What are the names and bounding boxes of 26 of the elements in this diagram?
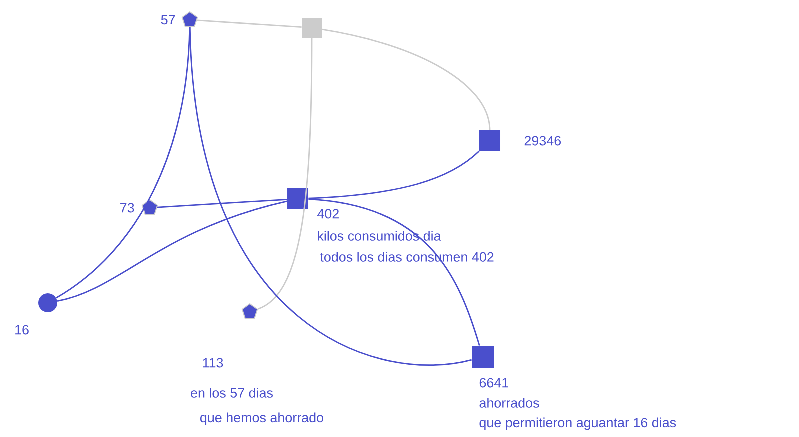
node-label: 16: [16, 325, 29, 335]
square-marker: [480, 130, 500, 152]
node-label: 113: [203, 358, 224, 368]
node-label: que hemos ahorrado: [200, 412, 324, 426]
node-label: que permitieron aguantar 16 dias: [480, 418, 676, 430]
square-marker: [288, 188, 308, 210]
circle-marker: [38, 294, 58, 312]
square-marker: [472, 346, 494, 368]
node-label: 6641: [480, 378, 508, 388]
node-label: 73: [120, 203, 134, 213]
link-line: [189, 26, 472, 366]
link-line: [308, 150, 480, 200]
link-line: [258, 38, 313, 310]
node-label: 57: [161, 15, 176, 25]
square-marker: [302, 18, 322, 38]
node-label: 29346: [524, 136, 561, 146]
link-line: [157, 198, 288, 208]
node-label: ahorrados: [480, 398, 540, 408]
link-line: [57, 200, 288, 302]
link-line: [56, 26, 191, 299]
node-label: kilos consumidos dia: [318, 231, 442, 241]
node-label: en los 57 dias: [191, 388, 273, 398]
link-line: [308, 198, 480, 346]
link-line: [197, 20, 302, 28]
node-label: 402: [318, 209, 339, 219]
link-line: [322, 28, 491, 130]
